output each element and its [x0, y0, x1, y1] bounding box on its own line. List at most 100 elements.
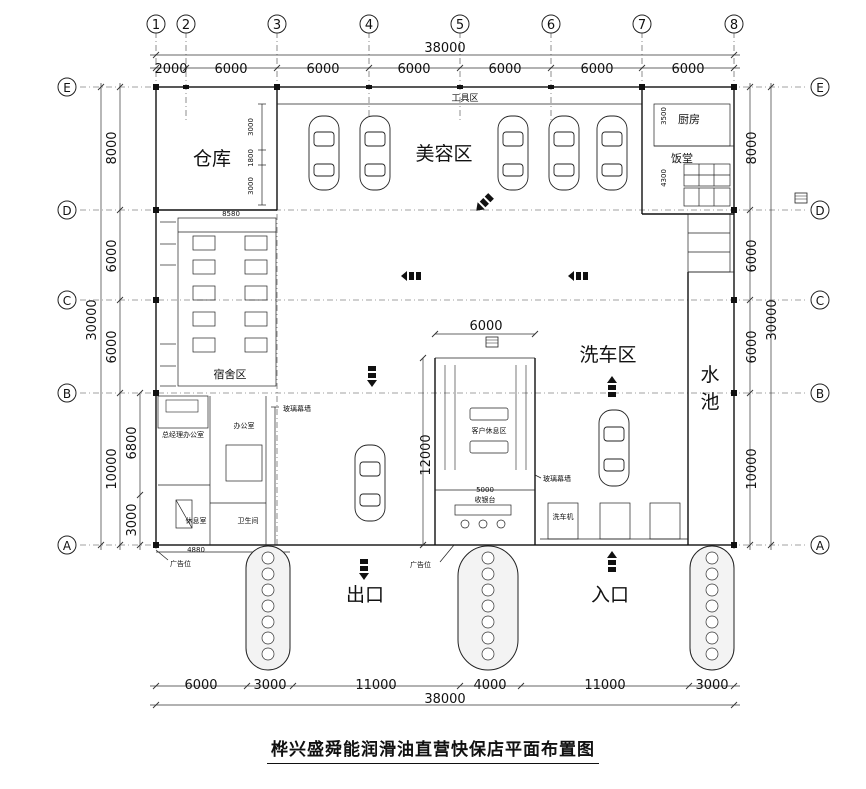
- svg-text:C: C: [816, 294, 824, 308]
- grid-lines: [80, 32, 808, 552]
- bottom-total-dim: 38000: [424, 692, 465, 707]
- svg-text:1800: 1800: [247, 149, 255, 167]
- svg-text:6000: 6000: [580, 62, 613, 77]
- svg-text:6000: 6000: [488, 62, 521, 77]
- axis-label: 7: [638, 18, 646, 33]
- toilet-label: 卫生间: [238, 516, 259, 525]
- tree-icon: [705, 551, 719, 661]
- svg-text:2000: 2000: [154, 62, 187, 77]
- glass-wall-label: 玻璃幕墙: [543, 474, 571, 483]
- structural-columns: [153, 84, 737, 548]
- axis-bubble-row-e-left: E: [57, 77, 77, 97]
- svg-text:10000: 10000: [745, 448, 760, 489]
- row-axis-labels: E D C B A E D C B A: [57, 77, 830, 555]
- car-icon: [359, 115, 391, 191]
- svg-text:6000: 6000: [397, 62, 430, 77]
- svg-text:11000: 11000: [584, 678, 625, 693]
- svg-text:E: E: [63, 81, 71, 95]
- customer-rest-label: 客户休息区: [472, 426, 507, 435]
- axis-label: 4: [365, 18, 373, 33]
- vent-icon: [485, 336, 499, 348]
- bottom-dimensions: 6000 3000 11000 4000 11000 3000 38000: [150, 678, 740, 709]
- axis-bubble-col-6: 6: [541, 14, 561, 34]
- svg-text:30000: 30000: [765, 299, 780, 340]
- vent-icon: [794, 192, 808, 204]
- axis-bubble-row-b-right: B: [810, 383, 830, 403]
- axis-bubble-col-7: 7: [632, 14, 652, 34]
- axis-bubble-row-e-right: E: [810, 77, 830, 97]
- svg-text:D: D: [815, 204, 824, 218]
- warehouse-room: 3000 1800 3000 仓库: [193, 103, 266, 206]
- water-pool-label-2: 池: [700, 391, 719, 413]
- car-icon: [548, 115, 580, 191]
- svg-text:6000: 6000: [184, 678, 217, 693]
- svg-text:6000: 6000: [745, 239, 760, 272]
- car-icon: [497, 115, 529, 191]
- top-total-dim: 38000: [424, 41, 465, 56]
- manager-office-label: 总经理办公室: [162, 430, 204, 439]
- svg-text:B: B: [63, 387, 71, 401]
- top-dimensions: 38000 2000 6000 6000 6000 6000 6000 6000: [150, 41, 740, 77]
- right-dimensions: 8000 6000 6000 10000 30000: [745, 83, 780, 550]
- wash-area-label: 洗车区: [579, 344, 636, 366]
- axis-bubble-col-1: 1: [146, 14, 166, 34]
- svg-text:4300: 4300: [660, 169, 668, 187]
- svg-text:10000: 10000: [105, 448, 120, 489]
- axis-bubble-col-3: 3: [267, 14, 287, 34]
- car-icon: [354, 444, 386, 522]
- axis-label: 2: [182, 18, 190, 33]
- svg-text:D: D: [62, 204, 71, 218]
- left-dimensions: 30000 8000 6000 6000 10000 6800 3000: [85, 83, 144, 550]
- beauty-area-label: 美容区: [415, 143, 472, 165]
- wash-depth-dim: 12000: [419, 434, 434, 475]
- diagonal-arrow-icon: [476, 193, 494, 211]
- axis-bubble-row-d-right: D: [810, 200, 830, 220]
- glass-wall-label: 玻璃幕墙: [283, 404, 311, 413]
- wash-width-dim: 6000: [469, 319, 502, 334]
- drawing-title: 桦兴盛舜能润滑油直营快保店平面布置图: [0, 735, 866, 764]
- axis-label: 5: [456, 18, 464, 33]
- svg-text:6000: 6000: [745, 330, 760, 363]
- svg-text:4000: 4000: [473, 678, 506, 693]
- planter-left: [245, 545, 291, 671]
- up-arrow-icon: [607, 551, 617, 572]
- axis-bubble-row-c-left: C: [57, 290, 77, 310]
- axis-bubble-col-5: 5: [450, 14, 470, 34]
- office-label: 办公室: [234, 421, 255, 430]
- column-axis-labels: 1 2 3 4 5 6 7 8: [146, 14, 744, 34]
- axis-bubble-row-a-right: A: [810, 535, 830, 555]
- flow-arrows: [359, 271, 617, 580]
- axis-label: 3: [273, 18, 281, 33]
- svg-text:C: C: [63, 294, 71, 308]
- dining-label: 饭堂: [671, 152, 693, 165]
- svg-text:3000: 3000: [253, 678, 286, 693]
- svg-text:8000: 8000: [745, 131, 760, 164]
- axis-bubble-row-b-left: B: [57, 383, 77, 403]
- svg-text:6800: 6800: [125, 426, 140, 459]
- planter-right: [689, 545, 735, 671]
- svg-text:5000: 5000: [476, 486, 494, 494]
- planter-middle: [457, 545, 519, 671]
- axis-bubble-col-8: 8: [724, 14, 744, 34]
- entrance-label: 入口: [591, 584, 629, 606]
- axis-label: 8: [730, 18, 738, 33]
- down-arrow-icon: [359, 559, 369, 580]
- svg-text:8000: 8000: [105, 131, 120, 164]
- beauty-area: 美容区: [308, 115, 628, 211]
- car-icon: [596, 115, 628, 191]
- svg-text:11000: 11000: [355, 678, 396, 693]
- kitchen-label: 厨房: [678, 113, 700, 126]
- ad-space-label: 广告位: [410, 560, 431, 569]
- ad-space-label: 广告位: [170, 559, 191, 568]
- svg-text:4880: 4880: [187, 546, 205, 554]
- dormitory-label: 宿舍区: [214, 367, 247, 381]
- svg-text:3000: 3000: [247, 177, 255, 195]
- svg-text:6000: 6000: [671, 62, 704, 77]
- kitchen-dining: 厨房 饭堂 3500 4300: [653, 103, 808, 273]
- svg-text:8580: 8580: [222, 210, 240, 218]
- down-arrow-icon: [367, 366, 377, 387]
- svg-text:3500: 3500: [660, 107, 668, 125]
- svg-text:30000: 30000: [85, 299, 100, 340]
- svg-text:6000: 6000: [105, 330, 120, 363]
